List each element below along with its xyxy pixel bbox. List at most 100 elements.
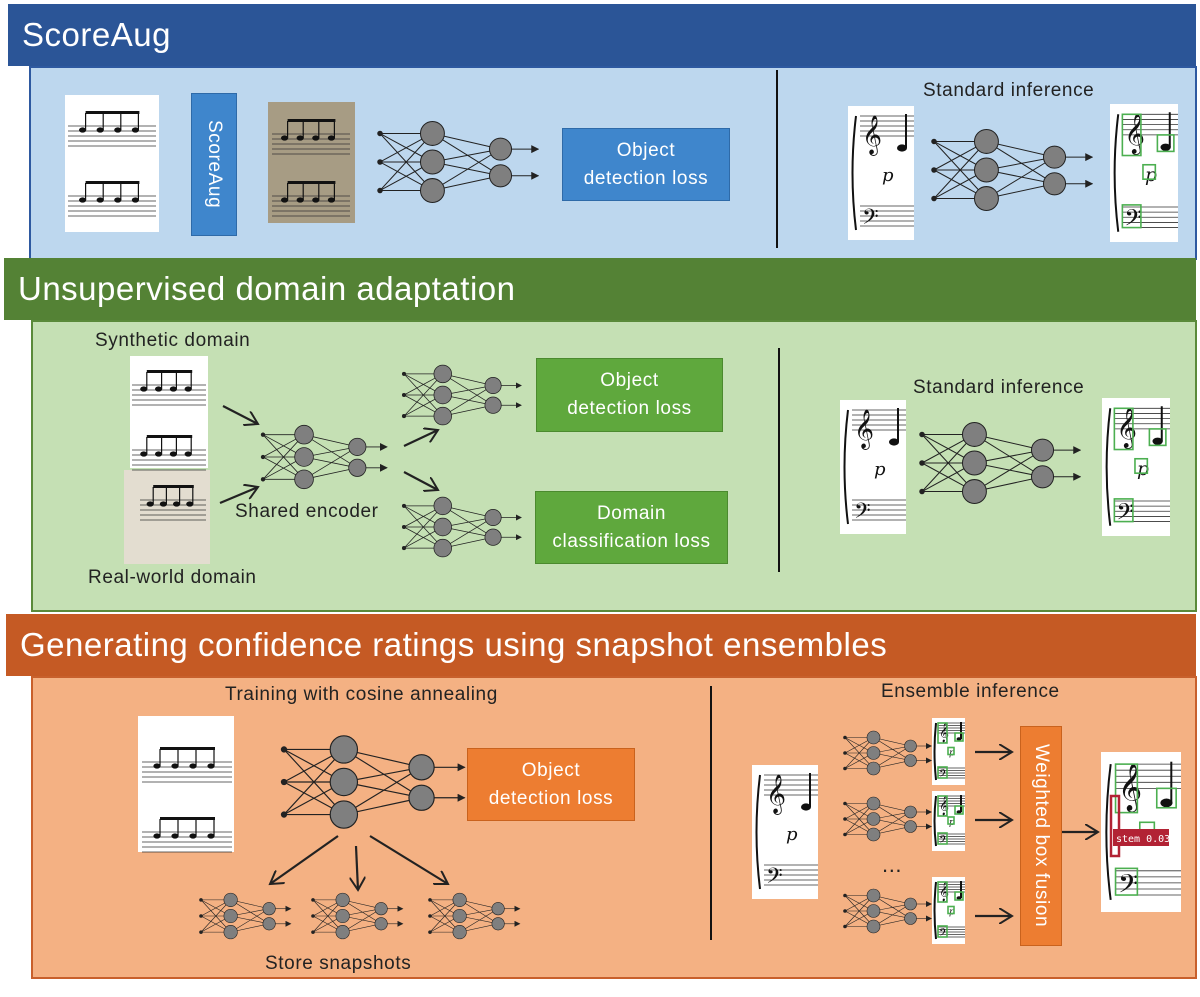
encoder-to-detector-arrow xyxy=(403,430,438,447)
network-input-node xyxy=(280,811,288,818)
network-edge xyxy=(230,899,270,925)
network-output-node xyxy=(262,902,276,916)
note-head xyxy=(801,803,811,811)
note-head xyxy=(153,763,161,769)
weighted-box-fusion-box: Weighted box fusion xyxy=(1020,726,1062,946)
detection-box xyxy=(937,925,948,938)
network-hidden-node xyxy=(973,186,999,211)
uda-domain-loss-box: Domain classification loss xyxy=(535,491,728,564)
note-head xyxy=(897,144,907,152)
note-head xyxy=(153,833,161,839)
network-output-node xyxy=(904,739,917,753)
network-hidden-node xyxy=(866,904,881,918)
ensemble-notes-top xyxy=(142,747,232,783)
synthetic-to-encoder-arrow xyxy=(222,405,258,424)
note-head xyxy=(131,197,139,203)
network-hidden-node xyxy=(452,925,467,940)
snapshot-arrow-3 xyxy=(369,835,448,884)
detection-box xyxy=(954,891,964,901)
network-input-node xyxy=(260,454,266,460)
inference-output-image-1 xyxy=(1110,104,1178,242)
bass-clef: 𝄢 xyxy=(766,864,783,894)
network-input-node xyxy=(401,524,407,530)
network-output-node xyxy=(904,897,917,911)
detection-box xyxy=(1142,163,1157,180)
confidence-tag-text: stem 0.03 xyxy=(1116,834,1170,845)
network-hidden-node xyxy=(452,892,467,907)
inference-output-score-2: 𝄞𝄢p xyxy=(1105,406,1170,531)
network-input-node xyxy=(428,914,432,918)
network-hidden-node xyxy=(866,827,881,842)
detection-box xyxy=(937,881,948,903)
network-edge xyxy=(442,517,494,549)
network-input-node xyxy=(260,477,266,482)
note-beam xyxy=(85,111,140,114)
note-head xyxy=(186,501,194,507)
network-hidden-node xyxy=(329,767,359,797)
network-hidden-node xyxy=(866,761,881,776)
detection-box xyxy=(937,722,948,744)
network-output-node xyxy=(1042,172,1067,196)
network-hidden-node xyxy=(294,469,314,490)
network-edge xyxy=(403,373,444,417)
network-edge xyxy=(933,141,987,199)
network-edge xyxy=(986,141,1055,185)
ensemble-ellipsis: ... xyxy=(882,852,903,877)
network-edge xyxy=(873,745,911,769)
network-hidden-node xyxy=(433,364,452,384)
treble-clef: 𝄞 xyxy=(939,882,949,902)
network-edge xyxy=(459,908,499,933)
network-edge xyxy=(283,749,345,815)
bass-clef: 𝄢 xyxy=(1118,869,1138,905)
note-head xyxy=(169,451,177,457)
ensemble-notes-bottom xyxy=(142,817,232,853)
network-hidden-node xyxy=(433,538,452,558)
network-input-node xyxy=(311,930,315,934)
store-snapshots-label: Store snapshots xyxy=(265,953,412,974)
network-input-node xyxy=(843,751,847,755)
augmented-notes-top xyxy=(272,119,350,155)
training-label: Training with cosine annealing xyxy=(225,684,498,705)
network-output-node xyxy=(348,458,367,477)
network-input-node xyxy=(260,432,266,437)
ensemble-training-network xyxy=(280,735,466,829)
dynamic-mark: p xyxy=(1145,165,1157,186)
network-edge xyxy=(844,737,874,769)
detection-box xyxy=(1114,763,1139,814)
detection-box xyxy=(1134,457,1149,474)
uda-synthetic-image xyxy=(130,356,208,468)
detection-box xyxy=(1113,407,1134,451)
network-input-node xyxy=(199,914,203,918)
detection-box xyxy=(937,795,948,817)
network-edge xyxy=(442,373,494,406)
scoreaug-box: ScoreAug xyxy=(191,93,237,236)
network-edge xyxy=(974,449,1043,492)
detection-box xyxy=(947,746,955,756)
network-edge xyxy=(303,446,358,480)
detection-box xyxy=(1121,204,1142,229)
snapshot-output-score-3: 𝄞𝄢p xyxy=(933,881,965,942)
network-edge xyxy=(379,133,433,191)
uda-object-loss-box: Object detection loss xyxy=(536,358,723,432)
domain-classifier-network xyxy=(401,496,522,558)
network-input-node xyxy=(931,138,937,145)
detection-box xyxy=(1148,428,1167,447)
network-edge xyxy=(343,766,422,816)
note-head xyxy=(1160,798,1173,808)
note-head xyxy=(312,197,320,203)
note-head xyxy=(312,135,320,141)
ensemble-inference-label: Ensemble inference xyxy=(881,681,1060,702)
note-beam xyxy=(287,181,336,184)
ensemble-member-network-1 xyxy=(843,730,932,776)
network-input-node xyxy=(377,130,383,137)
dynamic-mark: p xyxy=(949,818,955,828)
inference-input-image-2 xyxy=(840,400,906,534)
network-hidden-node xyxy=(866,730,881,745)
scoreaug-title: ScoreAug xyxy=(22,16,171,53)
inference-input-score-1: 𝄞𝄢p xyxy=(851,114,914,235)
network-edge xyxy=(844,895,874,927)
dynamic-mark: p xyxy=(949,908,955,918)
note-head xyxy=(140,386,148,392)
brace xyxy=(1105,763,1112,901)
network-input-node xyxy=(199,898,203,902)
